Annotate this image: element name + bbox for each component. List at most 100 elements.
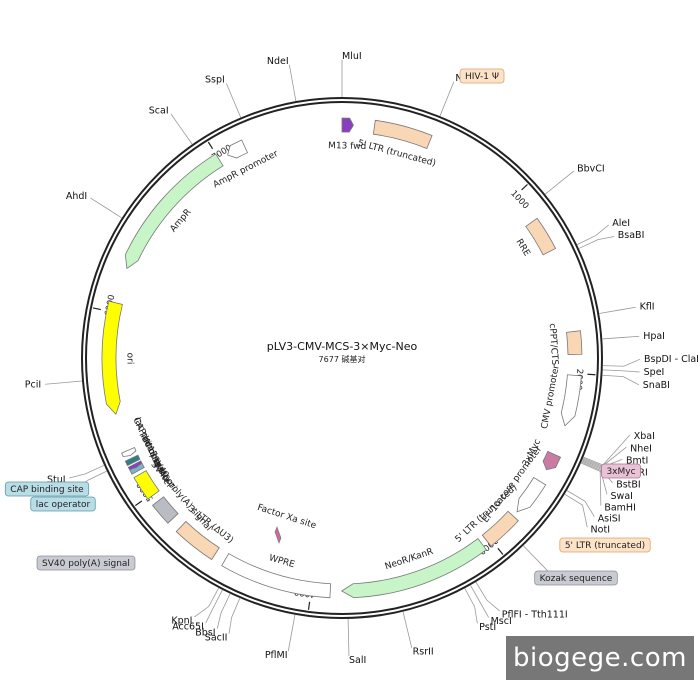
watermark: biogege.com: [506, 636, 694, 680]
callout-3xmyc: 3xMyc: [601, 463, 641, 479]
site-leader: [464, 588, 478, 624]
site-psti: PstI: [479, 622, 496, 633]
site-bbvci: BbvCI: [577, 163, 605, 174]
feature-label-ampr: AmpR: [168, 207, 193, 234]
site-acc65i: Acc65I: [172, 622, 204, 633]
feature-ori: [101, 300, 123, 415]
callout-hiv-1: HIV-1 Ψ: [459, 68, 505, 84]
feature-ampr-promoter: [227, 139, 249, 159]
feature-label-m13-fwd: M13 fwd: [328, 141, 366, 152]
site-leader: [602, 335, 640, 340]
callout-box: [36, 555, 136, 571]
feature-cmv-promoter: [560, 374, 582, 427]
feature-callouts: HIV-1 Ψ 3xMyc 5' LTR (truncated) Kozak sequ…: [4, 68, 651, 586]
site-leader: [90, 197, 122, 219]
site-nhei: NheI: [630, 443, 652, 454]
feature-rre: [525, 217, 557, 256]
feature-sv40-poly-a-signal: [152, 496, 179, 524]
site-ahdi: AhdI: [66, 191, 87, 202]
tick-mark: [497, 547, 504, 555]
feature-sv40-ori: [133, 470, 160, 500]
feature-cap-binding-site: [124, 454, 141, 467]
callout-box: [534, 570, 618, 586]
site-stui: StuI: [47, 475, 66, 486]
feature-label-cppt-cts: cPPT/CTS: [547, 323, 560, 366]
callout-lac-operator: lac operator: [30, 496, 96, 512]
site-leader: [225, 83, 242, 118]
site-snabi: SnaBI: [643, 380, 670, 391]
plasmid-size: 7677 碱基对: [319, 354, 366, 364]
site-leader: [45, 380, 83, 385]
site-ndei: NdeI: [267, 56, 289, 67]
site-leader: [228, 598, 241, 634]
site-scai: ScaI: [149, 106, 169, 117]
site-leader: [216, 593, 231, 629]
tick-label: 1000: [508, 189, 530, 212]
feature-label-cmv-promoter: CMV promoter: [540, 364, 562, 430]
callout-box: [30, 496, 96, 512]
factor-xa-marker: [274, 526, 282, 544]
site-bbsi: BbsI: [195, 627, 215, 638]
plasmid-name: pLV3-CMV-MCS-3×Myc-Neo: [267, 340, 418, 353]
site-leader: [580, 462, 602, 506]
site-kpni: KpnI: [171, 615, 192, 626]
site-bspdi-clai: BspDI - ClaI: [644, 354, 699, 365]
feature-ampr: [124, 153, 224, 270]
feature-5-ltr-truncated: [372, 119, 433, 150]
feature-5-ltr-truncated: [481, 510, 519, 547]
factor-xa-label: Factor Xa site: [256, 503, 318, 532]
site-pcii: PciI: [25, 380, 41, 391]
site-noti: NotI: [591, 525, 610, 536]
callout-text: CAP binding site: [10, 485, 84, 495]
backbone-inner: [85, 101, 599, 615]
site-pflmi: PflMI: [265, 650, 288, 661]
site-leader: [544, 170, 575, 195]
site-mlui: MluI: [342, 51, 362, 62]
callout-box: [559, 537, 651, 553]
feature-lac-promoter: [121, 447, 137, 458]
site-asisi: AsiSI: [598, 514, 621, 525]
inner-features: Factor Xa site: [256, 503, 318, 544]
feature-m13-rev: [127, 460, 143, 471]
feature-label-ori: ori: [124, 353, 134, 365]
site-hpai: HpaI: [643, 331, 665, 342]
feature-3-ltr-u3: [175, 520, 220, 561]
feature-label-rre: RRE: [514, 237, 532, 258]
tick-mark: [587, 373, 596, 376]
site-bsabi: BsaBI: [618, 230, 645, 241]
feature-cppt-cts: [566, 330, 583, 355]
site-xbai: XbaI: [634, 431, 655, 442]
callout-text: SV40 poly(A) signal: [42, 559, 130, 569]
site-leader: [581, 461, 608, 495]
site-swai: SwaI: [611, 491, 633, 502]
tick-mark: [307, 601, 311, 610]
site-leader: [523, 545, 550, 573]
site-leader: [602, 374, 639, 386]
site-leader: [599, 306, 636, 314]
feature-m13-fwd: [341, 117, 354, 133]
callout-cap-binding-site: CAP binding site: [4, 481, 90, 497]
callout-5-ltr-truncated: 5' LTR (truncated): [559, 537, 651, 553]
callout-box: [601, 463, 641, 479]
site-alei: AleI: [612, 218, 630, 229]
site-bmti: BmtI: [626, 456, 648, 467]
site-leader: [566, 490, 595, 517]
site-leader: [475, 581, 500, 612]
backbone-outer: [81, 97, 603, 619]
site-leader: [576, 224, 609, 245]
site-leader: [205, 589, 223, 624]
plasmid-backbone: [81, 97, 603, 619]
site-bstbi: BstBI: [616, 480, 641, 491]
callout-text: Kozak sequence: [540, 574, 613, 584]
site-leader: [69, 464, 105, 479]
site-kfli: KflI: [640, 302, 655, 313]
feature-ef-1-core-promoter: [516, 476, 547, 513]
site-bamhi: BamHI: [604, 503, 636, 514]
callout-kozak-sequence: Kozak sequence: [534, 570, 618, 586]
site-leader: [402, 611, 413, 648]
site-leader: [288, 64, 297, 102]
feature-neor-kanr: [340, 537, 487, 599]
callout-text: lac operator: [36, 500, 91, 510]
